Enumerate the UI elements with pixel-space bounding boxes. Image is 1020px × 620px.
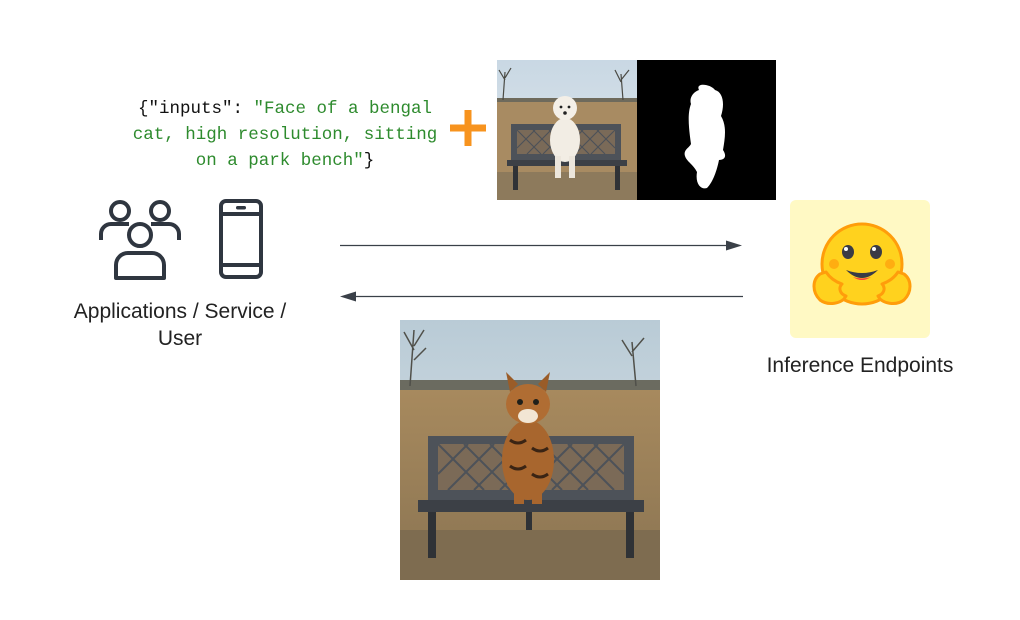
- endpoint-label: Inference Endpoints: [766, 354, 954, 377]
- generated-cat-image: [400, 320, 660, 580]
- client-label-line-2: User: [157, 327, 203, 350]
- flow-arrows: [340, 240, 743, 302]
- payload-prompt-part-3: on a park bench": [195, 151, 364, 171]
- mask-image: [637, 60, 776, 200]
- users-icon: [99, 200, 181, 280]
- client-label: Applications / Service / User: [60, 298, 300, 352]
- smartphone-icon: [219, 199, 263, 279]
- payload-close-brace: }: [363, 151, 375, 171]
- response-arrow: [340, 291, 743, 302]
- payload-prompt-part-1: "Face of a bengal: [253, 99, 433, 119]
- request-arrow: [340, 240, 742, 251]
- payload-prompt-part-2: cat, high resolution, sitting: [132, 125, 438, 145]
- request-payload: {"inputs": "Face of a bengal cat, high r…: [100, 96, 470, 174]
- client-label-line-1: Applications / Service /: [73, 300, 287, 323]
- hugging-face-icon: [812, 222, 912, 306]
- dog-on-bench-image: [497, 60, 637, 200]
- payload-key: {"inputs":: [137, 99, 254, 119]
- inference-endpoint-box: [790, 200, 930, 338]
- plus-icon: [450, 110, 486, 146]
